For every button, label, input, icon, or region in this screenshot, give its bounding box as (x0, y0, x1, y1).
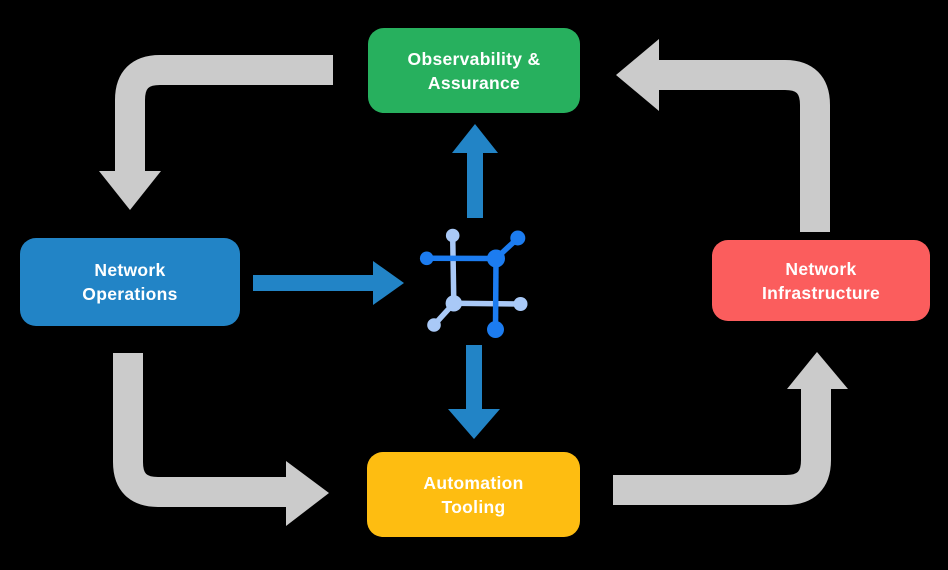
arrow-head-up (452, 124, 498, 153)
arrow-operations-to-tooling (113, 353, 329, 526)
arrow-center-to-observability (452, 124, 498, 218)
arrow-observability-to-operations (99, 55, 333, 210)
icon-bottom-edge (453, 300, 521, 307)
arrow-operations-to-center (253, 261, 404, 305)
node-network-infrastructure: Network Infrastructure (712, 240, 930, 321)
arrow-shaft (113, 353, 288, 507)
icon-node-right (513, 297, 528, 311)
arrow-center-to-tooling (448, 345, 500, 439)
node-label-line: Observability & (407, 48, 541, 69)
arrow-head-down (99, 171, 161, 210)
arrow-head-down (448, 409, 500, 439)
node-label-line: Network (94, 260, 166, 280)
icon-node-top-right (510, 230, 526, 246)
arrow-head-right (286, 461, 329, 526)
icon-node-bottom-left (427, 318, 441, 332)
node-label-line: Operations (82, 284, 178, 304)
arrow-head-up (787, 352, 848, 389)
arrow-infrastructure-to-observability (616, 39, 830, 232)
icon-node-bottom (487, 321, 504, 338)
arrow-shaft (657, 60, 830, 232)
icon-node-left (419, 251, 434, 266)
node-automation-tooling: Automation Tooling (367, 452, 580, 537)
node-network-operations: Network Operations (20, 238, 240, 326)
node-observability-assurance: Observability & Assurance (368, 28, 580, 113)
node-label-line: Assurance (427, 72, 521, 93)
arrow-shaft (115, 55, 333, 173)
icon-right-edge (492, 258, 499, 330)
icon-junction-bottom-left (445, 295, 462, 312)
arrow-shaft (613, 388, 831, 505)
icon-node-top (445, 228, 460, 243)
network-platform-icon (419, 228, 528, 338)
icon-left-edge (449, 235, 457, 304)
arrow-tooling-to-infrastructure (613, 352, 848, 505)
icon-junction-top-right (487, 249, 505, 268)
arrow-head-right (373, 261, 404, 305)
node-label-line: Network (785, 258, 857, 279)
node-label-line: Infrastructure (762, 282, 880, 303)
node-label-line: Tooling (441, 496, 506, 517)
arrow-head-left (616, 39, 659, 111)
node-label-line: Automation (423, 472, 524, 493)
